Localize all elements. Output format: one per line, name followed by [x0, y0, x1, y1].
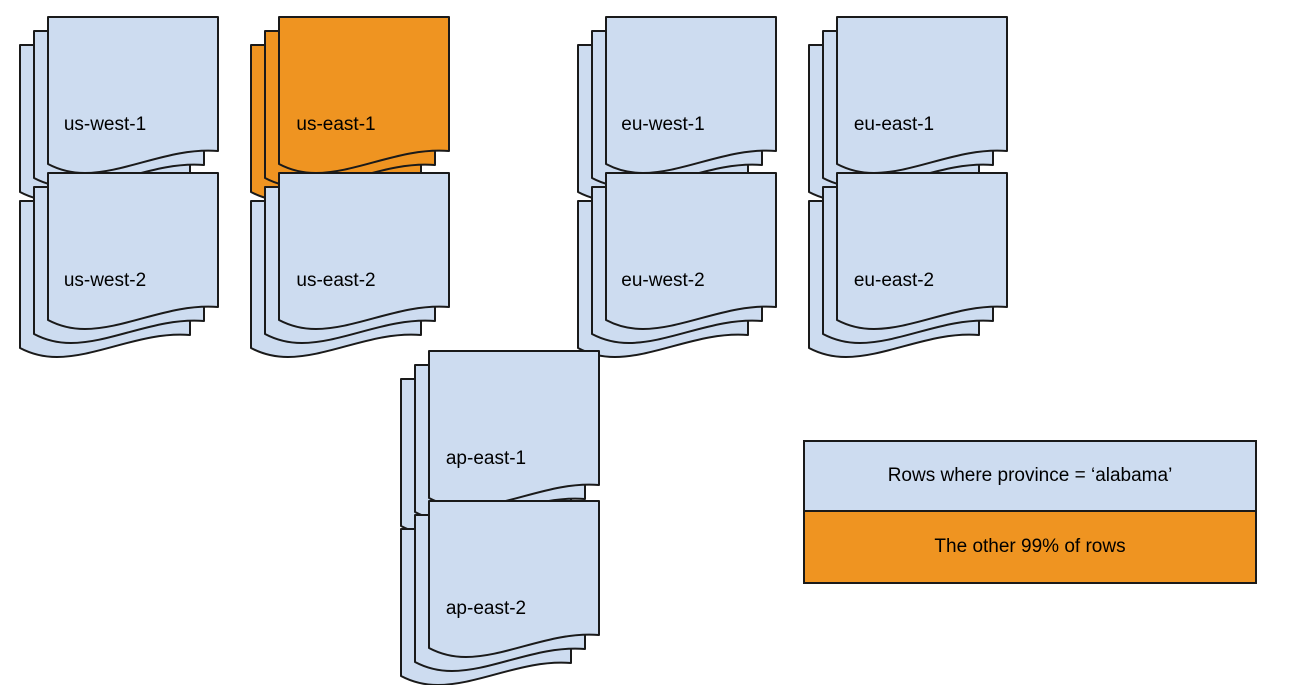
- document-stack-us-east-1[interactable]: us-east-1: [250, 16, 450, 202]
- document-stack-ap-east-1[interactable]: ap-east-1: [400, 350, 600, 536]
- document-stack-eu-east-2[interactable]: eu-east-2: [808, 172, 1008, 358]
- legend: Rows where province = ‘alabama’ The othe…: [803, 440, 1257, 584]
- document-stack-us-west-2[interactable]: us-west-2: [19, 172, 219, 358]
- document-sheet-eu-east-2-3: [836, 172, 1008, 330]
- document-sheet-us-east-1-3: [278, 16, 450, 174]
- document-stack-shape-eu-west-1: [577, 16, 777, 202]
- document-stack-us-east-2[interactable]: us-east-2: [250, 172, 450, 358]
- document-sheet-eu-east-1-3: [836, 16, 1008, 174]
- document-stack-shape-eu-east-1: [808, 16, 1008, 202]
- document-stack-shape-eu-west-2: [577, 172, 777, 358]
- document-sheet-ap-east-1-3: [428, 350, 600, 508]
- document-stack-shape-us-west-1: [19, 16, 219, 202]
- document-stack-eu-west-2[interactable]: eu-west-2: [577, 172, 777, 358]
- legend-row-other: The other 99% of rows: [805, 512, 1255, 582]
- document-sheet-eu-west-1-3: [605, 16, 777, 174]
- document-stack-shape-eu-east-2: [808, 172, 1008, 358]
- document-stack-shape-us-east-2: [250, 172, 450, 358]
- legend-label-other: The other 99% of rows: [934, 536, 1126, 557]
- document-sheet-ap-east-2-3: [428, 500, 600, 658]
- document-sheet-us-west-2-3: [47, 172, 219, 330]
- legend-row-alabama: Rows where province = ‘alabama’: [805, 442, 1255, 512]
- document-stack-ap-east-2[interactable]: ap-east-2: [400, 500, 600, 685]
- document-stack-shape-us-east-1: [250, 16, 450, 202]
- legend-label-alabama: Rows where province = ‘alabama’: [887, 465, 1173, 486]
- document-stack-shape-ap-east-1: [400, 350, 600, 536]
- document-stack-us-west-1[interactable]: us-west-1: [19, 16, 219, 202]
- document-stack-shape-ap-east-2: [400, 500, 600, 685]
- document-stack-shape-us-west-2: [19, 172, 219, 358]
- document-sheet-us-west-1-3: [47, 16, 219, 174]
- document-sheet-eu-west-2-3: [605, 172, 777, 330]
- document-sheet-us-east-2-3: [278, 172, 450, 330]
